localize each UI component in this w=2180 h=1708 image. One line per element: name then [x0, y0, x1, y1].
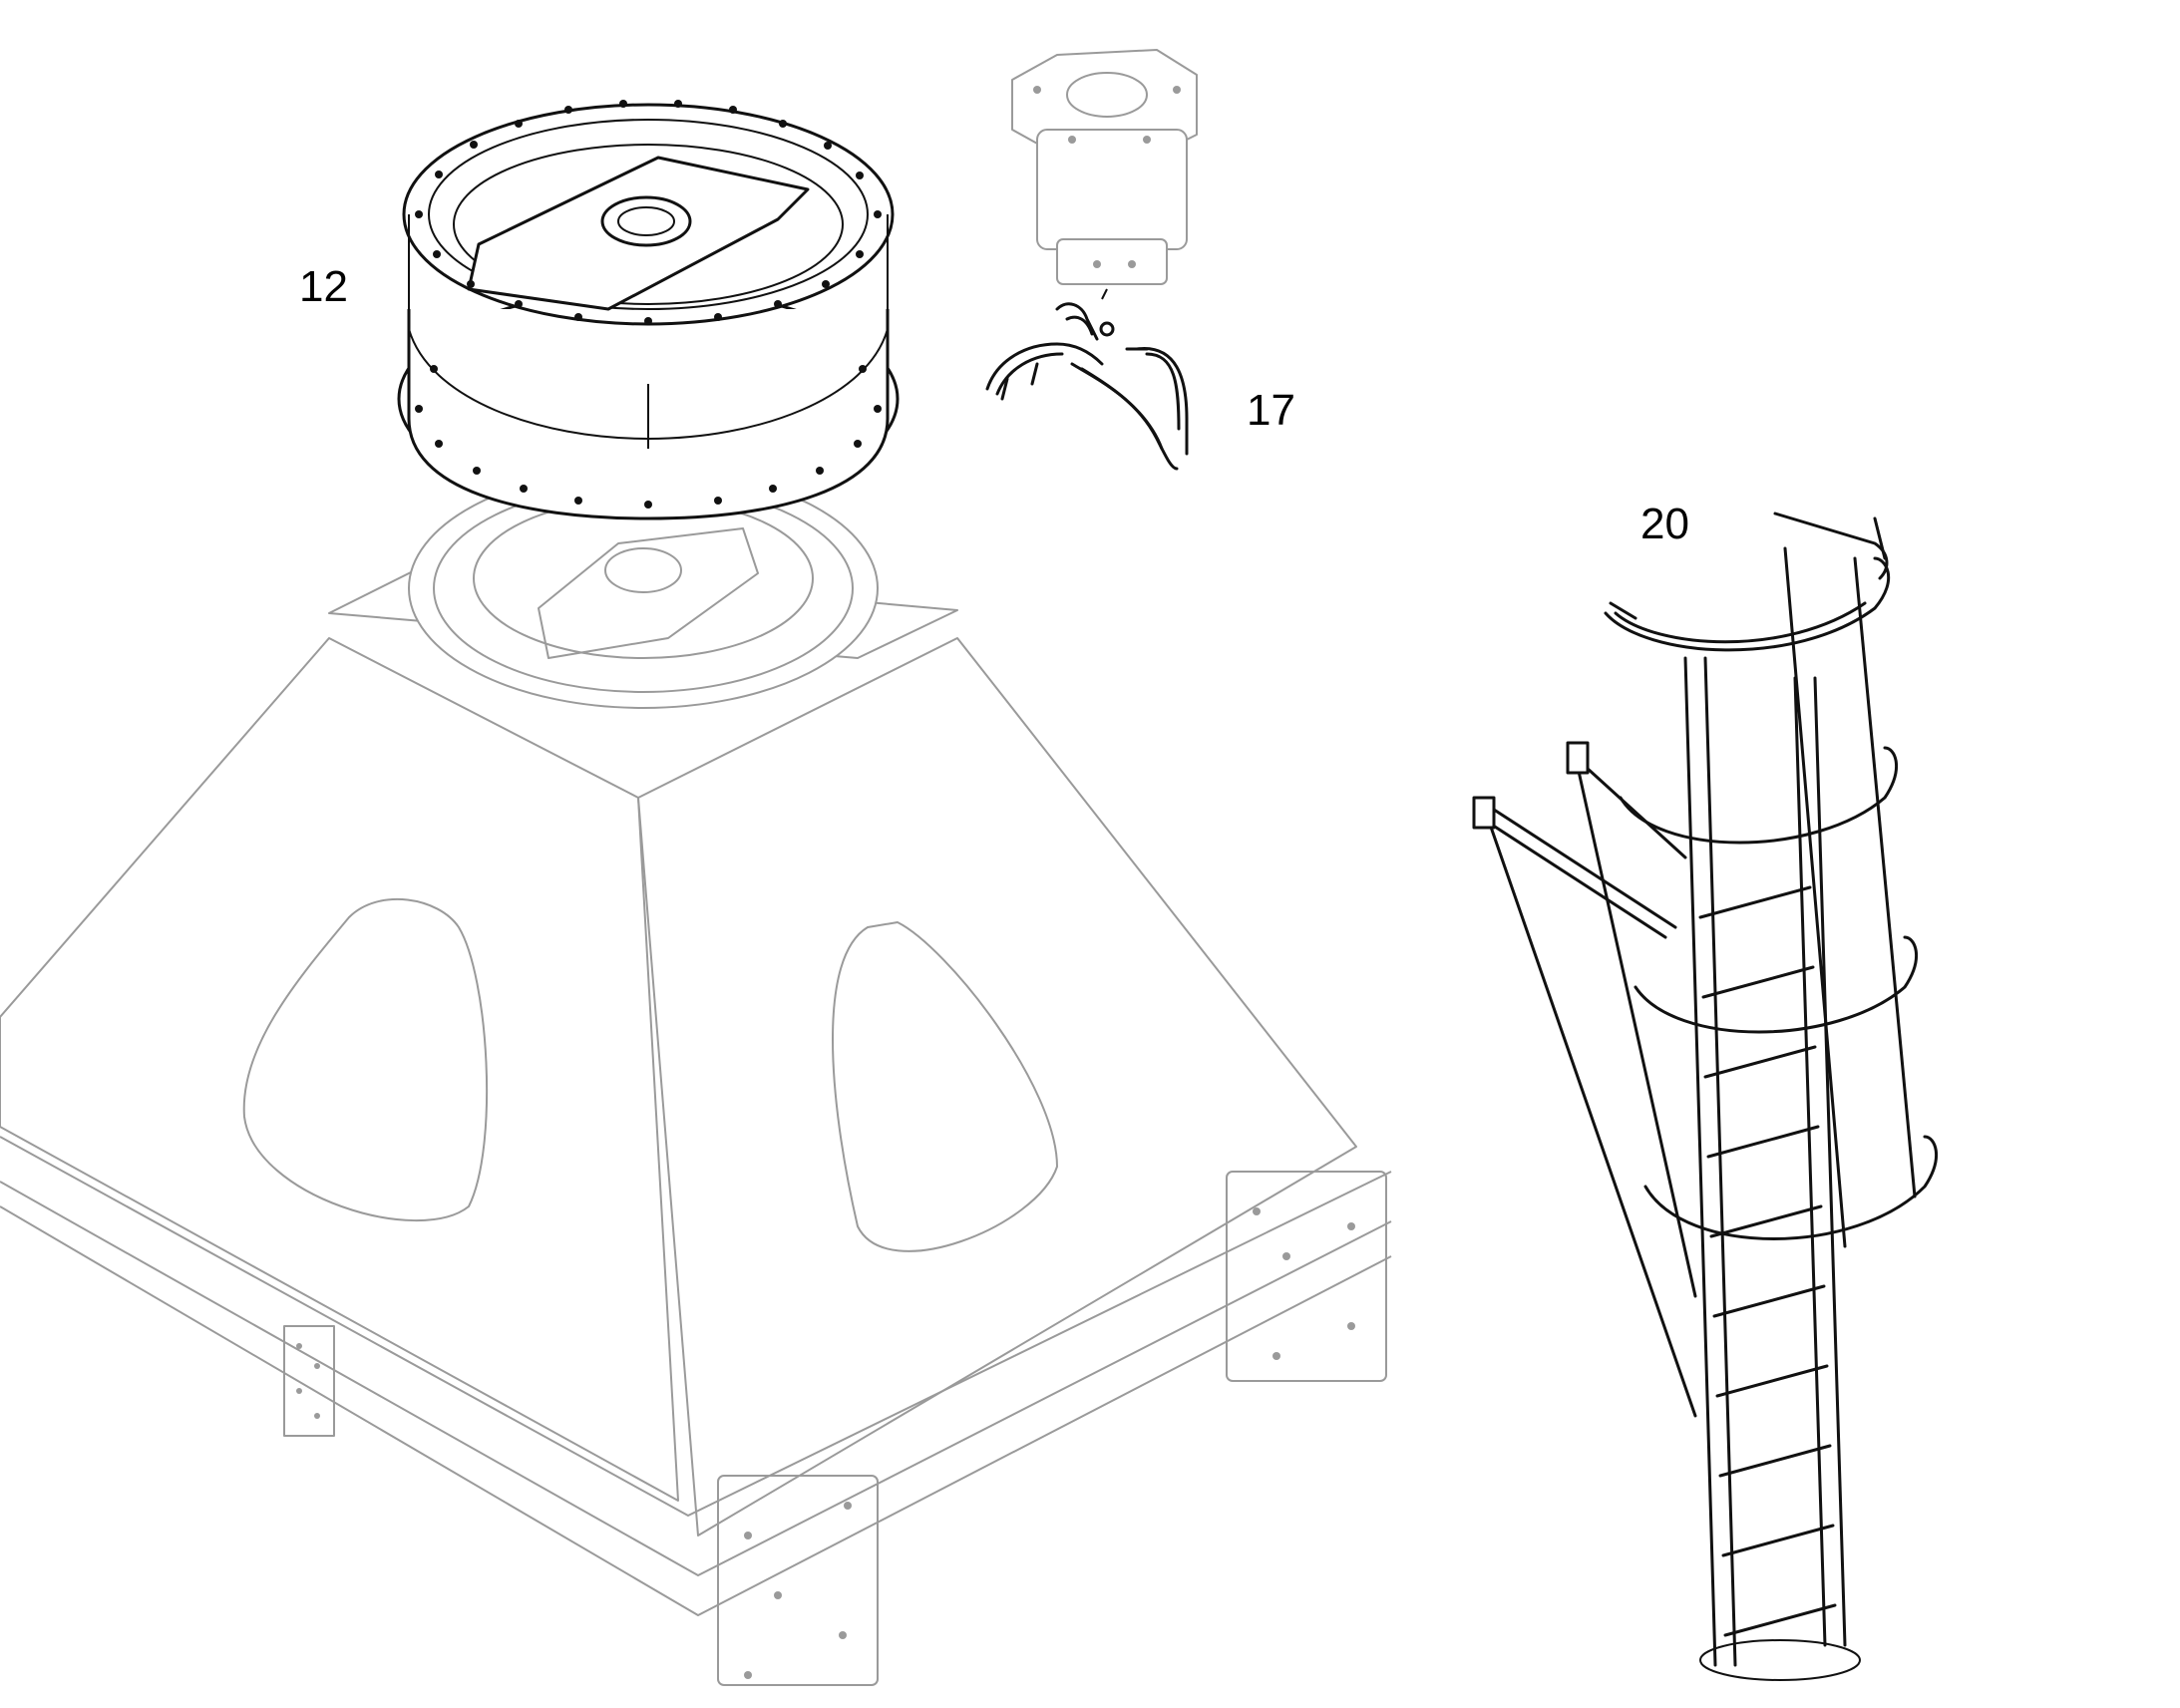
hydraulic-hoses-icon: [985, 302, 1189, 471]
yaw-bearing-ring-icon: [397, 100, 900, 520]
ladder-with-safety-cage-icon: [1472, 512, 1939, 1681]
leader-line: [1101, 288, 1108, 300]
nacelle-base-frame-icon: [0, 468, 1392, 1686]
callout-part-12: 12: [299, 262, 348, 311]
yaw-motor-icon: [1011, 49, 1198, 285]
callout-part-17: 17: [1247, 386, 1295, 435]
callout-part-20: 20: [1640, 500, 1689, 548]
